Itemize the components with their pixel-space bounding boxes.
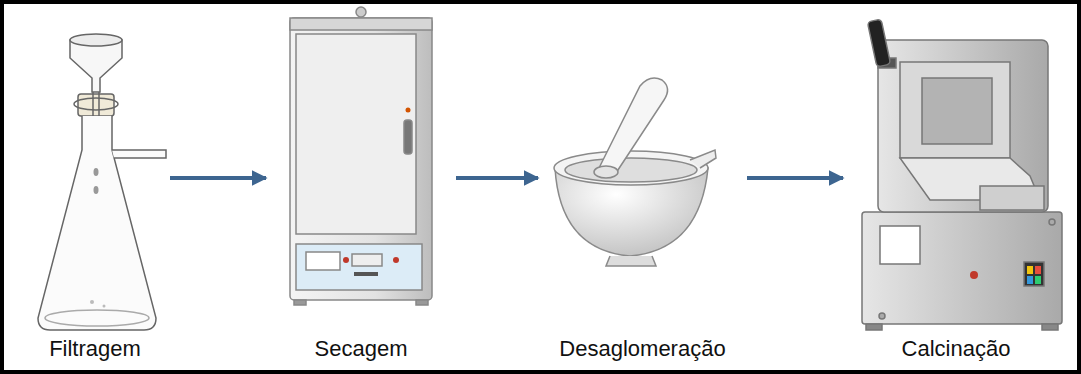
drying-oven-part bbox=[290, 18, 432, 300]
flow-arrow bbox=[170, 176, 266, 180]
muffle-furnace-part bbox=[866, 324, 882, 330]
muffle-furnace-part bbox=[867, 19, 890, 67]
drying-oven-part bbox=[296, 34, 416, 234]
drying-oven-part bbox=[354, 272, 378, 276]
filter-flask-part bbox=[70, 40, 122, 92]
mortar-pestle-part bbox=[690, 150, 716, 168]
filter-flask-part bbox=[94, 168, 99, 176]
filter-flask-part bbox=[74, 98, 118, 110]
mortar-pestle-part bbox=[606, 256, 656, 266]
muffle-furnace-part bbox=[980, 186, 1044, 210]
drying-oven-part bbox=[356, 7, 366, 17]
muffle-furnace-part bbox=[1027, 276, 1033, 284]
muffle-furnace-part bbox=[1035, 266, 1041, 274]
muffle-furnace-part bbox=[1027, 266, 1033, 274]
muffle-furnace-part bbox=[1049, 219, 1055, 225]
muffle-furnace-part bbox=[900, 62, 1010, 158]
step-label: Calcinação bbox=[845, 336, 1067, 362]
mortar-pestle-part bbox=[554, 151, 708, 185]
muffle-furnace-part bbox=[922, 78, 992, 144]
muffle-furnace-part bbox=[1035, 276, 1041, 284]
muffle-furnace-part bbox=[879, 313, 885, 319]
drying-oven-part bbox=[416, 300, 428, 305]
muffle-furnace-part bbox=[862, 212, 1062, 324]
mortar-pestle-part bbox=[594, 166, 618, 178]
drying-oven-part bbox=[343, 257, 349, 263]
filter-flask-part bbox=[112, 150, 166, 158]
flow-arrow bbox=[456, 176, 538, 180]
step-label: Secagem bbox=[268, 336, 454, 362]
mortar-pestle-part bbox=[565, 158, 697, 182]
drying-oven-part bbox=[406, 108, 411, 113]
filter-flask-part bbox=[70, 34, 122, 46]
process-step: Filtragem bbox=[22, 6, 168, 368]
drying-oven bbox=[290, 7, 432, 305]
mortar-pestle-part bbox=[598, 78, 668, 176]
muffle-furnace-part bbox=[880, 226, 920, 264]
drying-oven-part bbox=[352, 254, 382, 266]
mortar-pestle bbox=[554, 78, 716, 266]
filter-flask-part bbox=[38, 116, 156, 330]
muffle-furnace-part bbox=[1024, 262, 1044, 286]
muffle-furnace-part bbox=[878, 40, 1048, 212]
drying-oven-part bbox=[294, 300, 306, 305]
step-label: Desaglomeração bbox=[540, 336, 745, 362]
muffle-furnace-part bbox=[970, 271, 978, 279]
drying-oven-part bbox=[290, 18, 432, 30]
drying-oven-part bbox=[393, 257, 399, 263]
muffle-furnace bbox=[862, 19, 1062, 330]
filter-flask bbox=[38, 34, 166, 330]
drying-oven-part bbox=[296, 244, 422, 290]
filter-flask-part bbox=[103, 305, 106, 308]
step-label: Filtragem bbox=[22, 336, 168, 362]
drying-oven-part bbox=[306, 252, 340, 270]
muffle-furnace-part bbox=[1042, 324, 1058, 330]
flow-arrow bbox=[747, 176, 843, 180]
drying-oven-part bbox=[404, 120, 412, 154]
filter-flask-part bbox=[94, 186, 99, 194]
filter-flask-part bbox=[45, 310, 149, 326]
process-step: Desaglomeração bbox=[540, 6, 745, 368]
process-step: Secagem bbox=[268, 6, 454, 368]
filter-flask-part bbox=[90, 300, 94, 304]
process-step: Calcinação bbox=[845, 6, 1067, 368]
